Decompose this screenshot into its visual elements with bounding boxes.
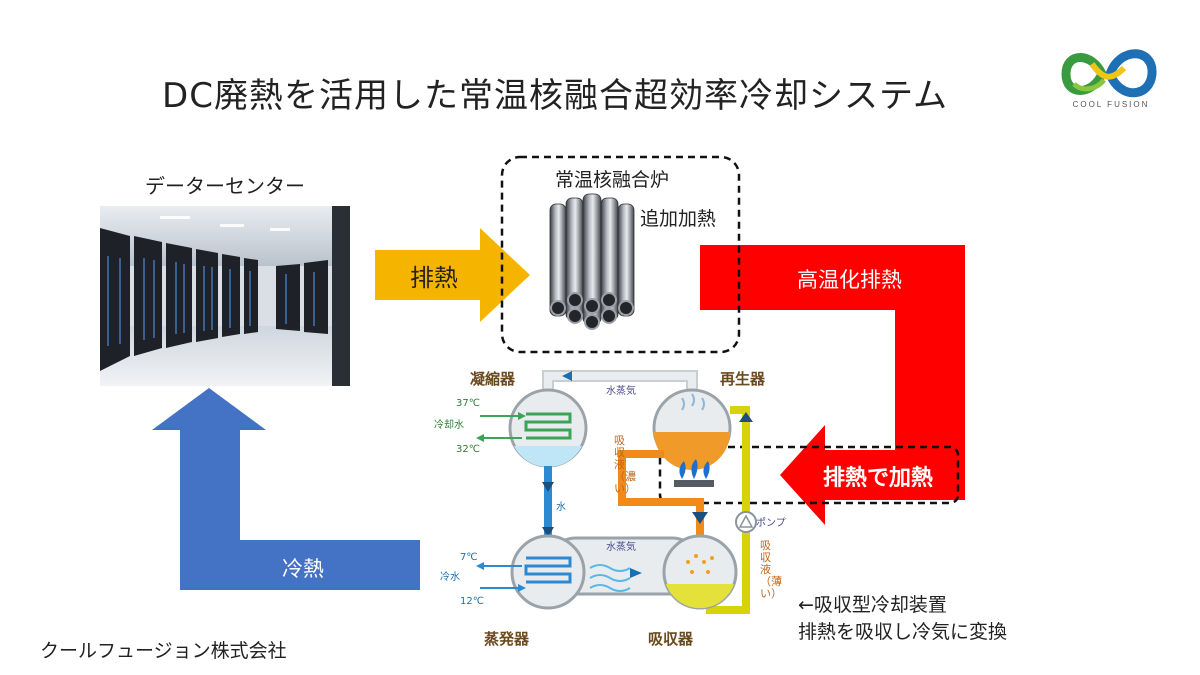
hot-waste-heat-arrow: [700, 245, 965, 500]
device-note: ←吸収型冷却装置 排熱を吸収し冷気に変換: [798, 592, 1007, 646]
regenerator-label: 再生器: [720, 370, 766, 388]
burner-icon: [674, 459, 714, 487]
cold-heat-label: 冷熱: [282, 557, 324, 581]
vapor-mid-label: 水蒸気: [606, 540, 636, 553]
logo-loop-right-icon: [1105, 49, 1157, 98]
device-note-line2: 排熱を吸収し冷気に変換: [798, 621, 1008, 643]
evaporator-label: 蒸発器: [484, 630, 530, 648]
heat-with-waste-label: 排熱で加熱: [823, 466, 934, 491]
vapor-top-label: 水蒸気: [606, 384, 636, 397]
page-title: DC廃熱を活用した常温核融合超効率冷却システム: [162, 76, 948, 116]
waste-heat-label: 排熱: [410, 264, 458, 292]
pump-label: ポンプ: [756, 517, 786, 529]
heating-dashed-box: [658, 445, 960, 505]
temp-12-label: 12℃: [460, 596, 484, 607]
absorption-chiller-diagram: 凝縮器 再生器 蒸発器 吸収器 水蒸気 水蒸気 37℃ 冷却水 32℃ 7℃ 冷…: [434, 370, 786, 648]
heat-with-waste-arrow: [780, 425, 955, 525]
cool-fusion-logo: [1061, 49, 1157, 98]
strong-solution-label: 吸収液（濃い）: [614, 434, 636, 495]
water-label: 水: [556, 501, 566, 513]
cooling-water-label: 冷却水: [434, 418, 464, 431]
datacenter-photo: [100, 206, 350, 386]
reactor-label: 常温核融合炉: [554, 169, 669, 191]
weak-solution-label: 吸収液（薄い）: [760, 539, 782, 600]
temp-32-label: 32℃: [456, 444, 480, 455]
waste-heat-arrow: [375, 228, 530, 322]
temp-7-label: 7℃: [460, 552, 478, 563]
temp-37-label: 37℃: [456, 398, 480, 409]
absorber-label: 吸収器: [648, 630, 694, 648]
hot-waste-heat-label: 高温化排熱: [797, 268, 902, 292]
company-name: クールフュージョン株式会社: [40, 640, 287, 662]
cold-water-label: 冷水: [440, 570, 460, 583]
logo-text: COOL FUSION: [1072, 100, 1150, 109]
cold-heat-arrow: [152, 388, 420, 590]
reactor-core-graphic: [549, 193, 635, 330]
additional-heat-label: 追加加熱: [640, 208, 717, 230]
datacenter-label: データーセンター: [145, 174, 305, 198]
evaporator-vessel: [510, 534, 586, 610]
reactor-dashed-box: [500, 155, 741, 354]
condenser-label: 凝縮器: [470, 370, 516, 388]
device-note-line1: ←吸収型冷却装置: [798, 594, 947, 616]
